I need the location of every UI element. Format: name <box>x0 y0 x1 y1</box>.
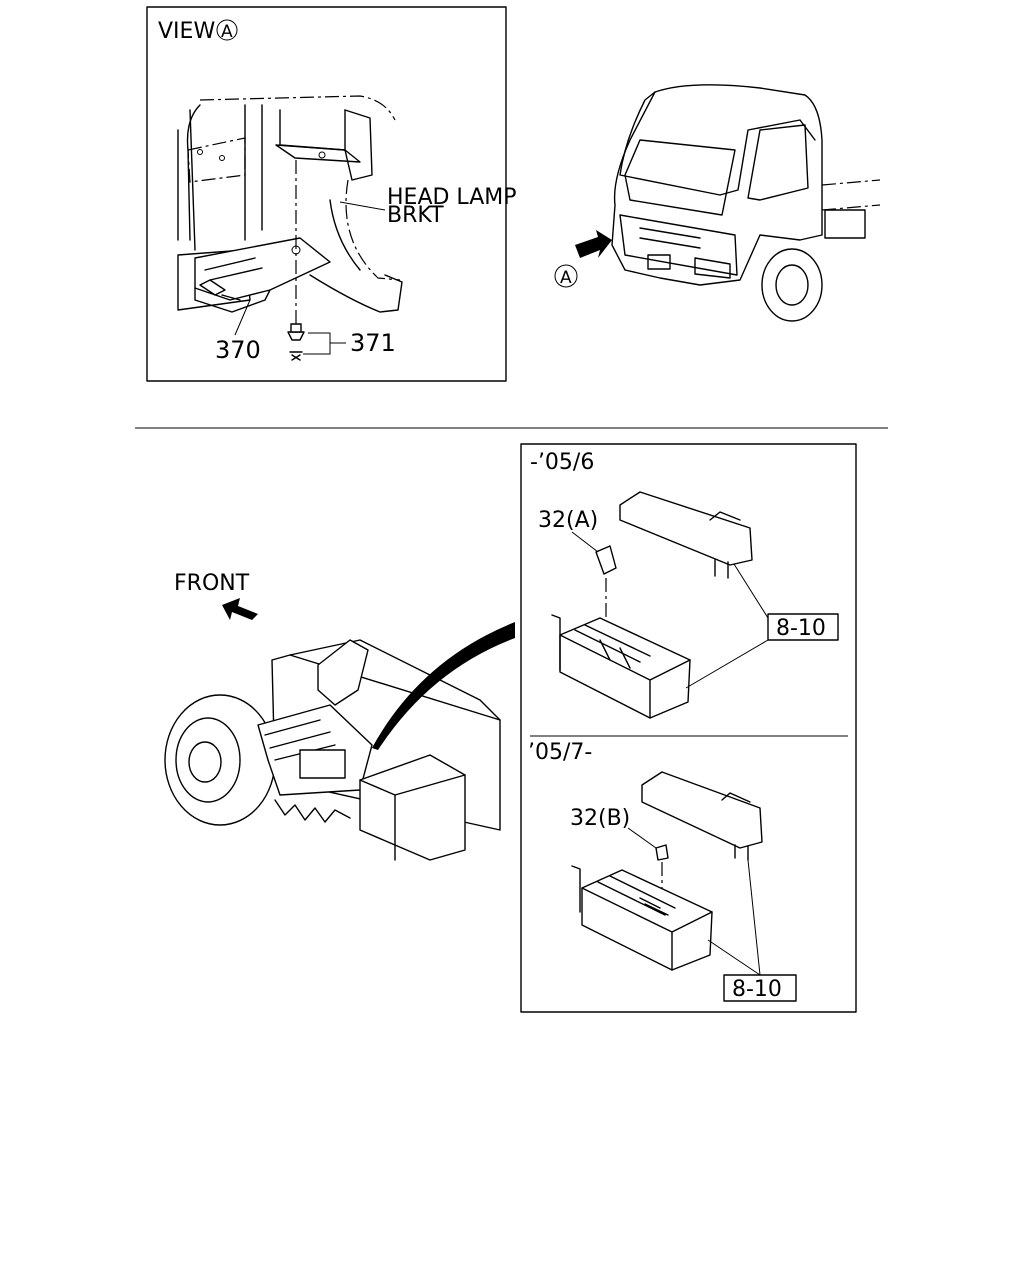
bottom-part-label: 32(B) <box>570 806 630 831</box>
head-lamp-bracket <box>344 109 373 181</box>
view-marker-letter: A <box>560 268 572 288</box>
front-label: FRONT <box>174 571 250 596</box>
view-arrow <box>575 230 612 258</box>
callout-swoosh <box>372 622 515 750</box>
battery-box <box>359 754 466 861</box>
fuel-tank <box>824 209 866 239</box>
bottom-period-label: ’05/7- <box>528 740 592 765</box>
top-part-label: 32(A) <box>538 508 598 533</box>
view-marker-circle <box>554 264 578 288</box>
view-a-marker-circle <box>216 19 238 41</box>
top-ref-box <box>767 613 839 641</box>
relay-frame <box>520 443 857 1013</box>
screw <box>289 351 303 361</box>
grille <box>619 214 738 276</box>
bracket-arm <box>317 639 369 706</box>
bracket-foot <box>309 274 403 313</box>
bottom-ref-box <box>723 974 797 1002</box>
view-a-title: VIEW <box>158 19 215 44</box>
view-a-marker-letter: A <box>221 22 233 42</box>
top-period-label: -’05/6 <box>530 450 594 475</box>
top-ref-label: 8-10 <box>776 616 826 641</box>
part-371-label: 371 <box>350 329 396 357</box>
clip-nut <box>287 331 305 341</box>
cover-370 <box>194 237 331 301</box>
body-outline <box>199 95 396 121</box>
top-ref-leaders <box>685 563 769 689</box>
chassis-frame <box>821 179 881 211</box>
bracket-leader <box>339 201 386 211</box>
view-a-frame <box>146 6 507 382</box>
relay-panel: -’05/6 32(A) 8-10 ’05/7- 32(B) 8-10 <box>520 443 857 1013</box>
wheel <box>164 694 276 826</box>
relay-32a <box>595 545 617 575</box>
relay-32a-leader <box>571 531 599 553</box>
cab-body <box>611 84 823 286</box>
windshield <box>624 139 736 216</box>
leader-371 <box>303 332 331 355</box>
door-window <box>747 124 809 201</box>
head-lamp-label: HEAD LAMP <box>387 185 517 210</box>
front-tire <box>761 248 823 322</box>
mount-plate <box>187 137 246 183</box>
bottom-ref-leaders <box>707 859 761 976</box>
bottom-ref-label: 8-10 <box>732 977 782 1002</box>
fender-edge <box>177 109 196 251</box>
leader-370 <box>234 299 251 336</box>
relay-32b-leader <box>627 827 657 849</box>
bottom-cover <box>641 771 763 849</box>
headlamp <box>694 257 731 279</box>
top-cover <box>619 491 753 566</box>
view-a-panel: VIEW A HEAD LAMP BRKT 370 <box>146 6 517 382</box>
part-370-label: 370 <box>215 336 261 364</box>
truck-illustration: A <box>554 84 881 322</box>
brkt-label: BRKT <box>387 203 444 228</box>
relay-32b <box>655 844 669 861</box>
chassis-illustration: FRONT <box>164 571 515 861</box>
break-line <box>274 799 351 823</box>
windshield-top <box>619 91 816 196</box>
front-arrow <box>222 598 258 620</box>
bracket-flange <box>275 144 361 163</box>
